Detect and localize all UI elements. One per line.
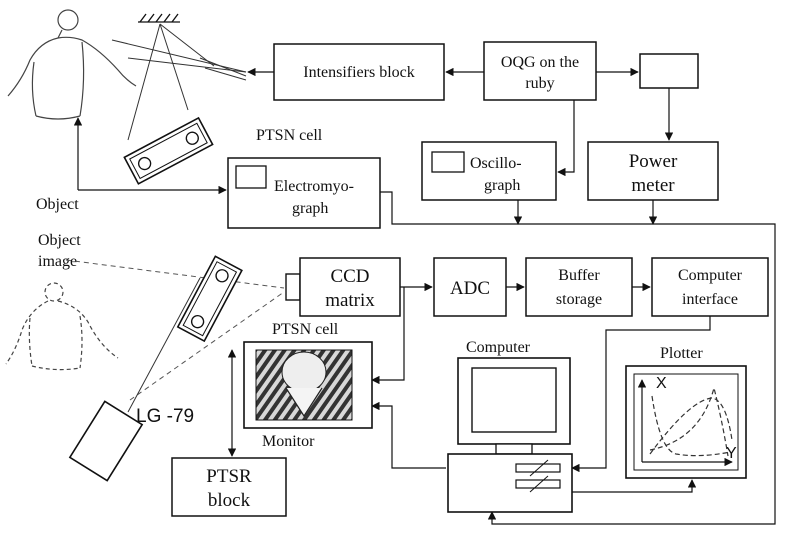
buffer-label-line1: Buffer: [558, 267, 600, 284]
oscillograph-label-line1: Oscillo-: [470, 155, 522, 172]
oqg-block: OQG on the ruby: [483, 41, 597, 101]
computer-interface-block: Computer interface: [651, 257, 769, 317]
laser-beam: [127, 277, 201, 413]
ptsn-cell-top-label: PTSN cell: [256, 127, 323, 144]
plotter-label: Plotter: [660, 345, 703, 362]
beam-lines-top: [111, 23, 247, 141]
monitor: Monitor: [243, 341, 373, 450]
object-image-label-line2: image: [38, 253, 77, 270]
object-label: Object: [36, 196, 79, 213]
top-connectors: [73, 67, 776, 525]
buffer-label-line2: storage: [556, 291, 602, 308]
computer-label: Computer: [466, 339, 531, 356]
ptsr-block: PTSR block: [171, 457, 287, 517]
power-meter-label-line2: meter: [631, 175, 675, 196]
ptsn-cell-top-plate: [123, 116, 214, 185]
power-meter-label-line1: Power: [629, 151, 678, 172]
buffer-storage-block: Buffer storage: [525, 257, 633, 317]
electromyograph-label-line2: graph: [292, 200, 328, 217]
computer: [447, 357, 573, 513]
computer-interface-label-line2: interface: [682, 291, 738, 308]
ccd-label-line1: CCD: [330, 266, 369, 287]
laser-label: LG -79: [136, 406, 194, 427]
electromyograph-block: Electromyo- graph: [227, 157, 381, 229]
laser-lg79: LG -79: [68, 400, 194, 482]
unlabeled-box: [639, 53, 699, 89]
object-human-figure: [7, 9, 137, 120]
object-image-label-line1: Object: [38, 232, 81, 249]
electromyograph-label-line1: Electromyo-: [274, 178, 354, 195]
object-image-figure: [5, 282, 119, 371]
ptsr-label-line1: PTSR: [206, 466, 252, 487]
ccd-matrix-block: CCD matrix: [285, 257, 401, 317]
oqg-label-line1: OQG on the: [501, 54, 579, 71]
mirror-mount: [138, 13, 180, 23]
adc-block: ADC: [433, 257, 507, 317]
plotter: X Y: [625, 365, 747, 479]
monitor-label: Monitor: [262, 433, 315, 450]
plotter-y-axis-label: Y: [726, 445, 737, 462]
ptsr-label-line2: block: [208, 490, 251, 511]
oscillograph-label-line2: graph: [484, 177, 520, 194]
oscillograph-block: Oscillo- graph: [421, 141, 557, 201]
intensifiers-block: Intensifiers block: [273, 43, 445, 101]
power-meter-block: Power meter: [587, 141, 719, 201]
plotter-x-axis-label: X: [656, 375, 667, 392]
adc-label: ADC: [450, 278, 490, 299]
ccd-label-line2: matrix: [325, 290, 375, 311]
ptsn-cell-lower-plate: [176, 255, 243, 343]
processing-chain-arrows: [227, 282, 711, 493]
computer-interface-label-line1: Computer: [678, 267, 743, 284]
oscillograph-screen-icon: [431, 151, 465, 173]
dashed-beam-lines: [65, 259, 285, 401]
plot-curves: [649, 385, 733, 457]
electromyograph-screen-icon: [235, 165, 267, 189]
ptsn-cell-monitor-label: PTSN cell: [272, 321, 339, 338]
oqg-label-line2: ruby: [525, 75, 554, 92]
intensifiers-label: Intensifiers block: [303, 64, 415, 81]
